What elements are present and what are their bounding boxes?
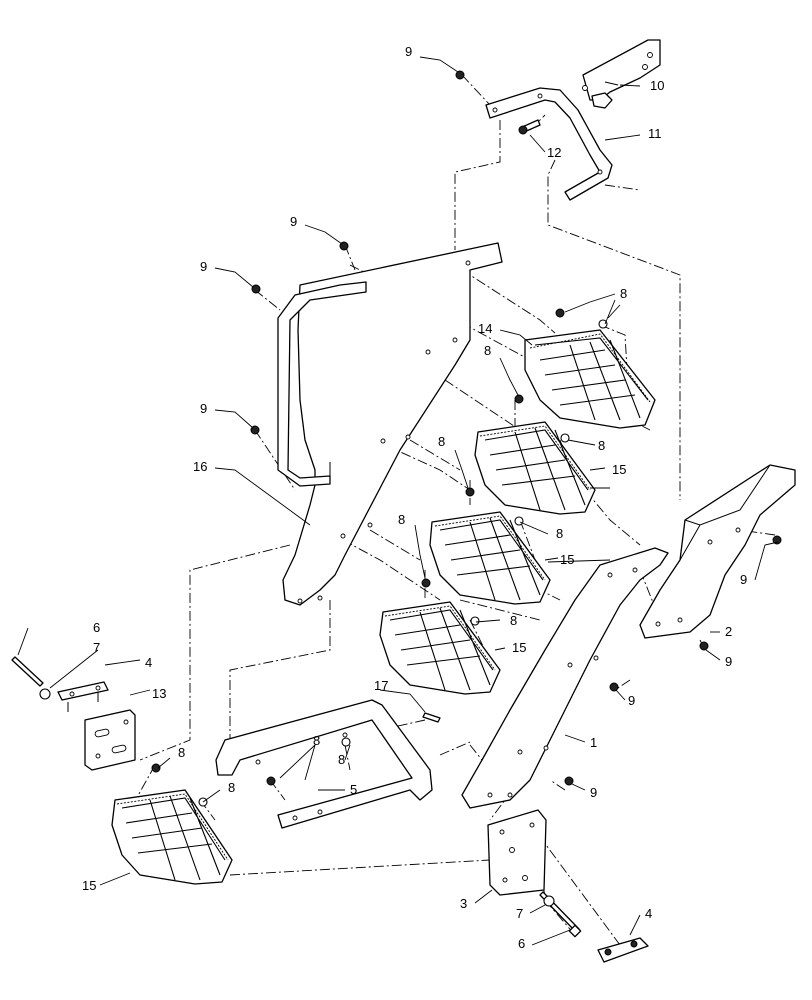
callout-8: 8 — [398, 512, 405, 527]
step-tread-part-14 — [524, 329, 656, 429]
callout-13: 13 — [152, 686, 166, 701]
callout-16: 16 — [193, 459, 207, 474]
callout-7: 7 — [93, 640, 100, 655]
callout-9: 9 — [405, 44, 412, 59]
side-plate-part-16 — [277, 242, 503, 606]
callout-10: 10 — [650, 78, 664, 93]
callout-4: 4 — [645, 906, 652, 921]
callout-15: 15 — [560, 552, 574, 567]
callout-11: 11 — [648, 126, 662, 141]
callout-8: 8 — [438, 434, 445, 449]
callout-8: 8 — [338, 752, 345, 767]
callout-9: 9 — [740, 572, 747, 587]
assembly-lines — [129, 74, 776, 946]
callout-9: 9 — [628, 693, 635, 708]
step-tread-part-15-d — [111, 789, 233, 885]
callout-7: 7 — [516, 906, 523, 921]
callout-9: 9 — [200, 259, 207, 274]
fasteners — [11, 70, 782, 938]
callout-8: 8 — [484, 343, 491, 358]
callout-1: 1 — [590, 735, 597, 750]
angled-plate-part-2 — [639, 464, 796, 639]
clamp-part-4-right — [597, 937, 649, 963]
callout-9: 9 — [290, 214, 297, 229]
callout-9: 9 — [590, 785, 597, 800]
callout-15: 15 — [512, 640, 526, 655]
callout-8: 8 — [598, 438, 605, 453]
callout-8: 8 — [556, 526, 563, 541]
bottom-frame-part-5 — [215, 699, 433, 829]
step-tread-part-15-a — [474, 421, 596, 515]
callout-9: 9 — [200, 401, 207, 416]
step-tread-part-15-b — [429, 511, 551, 605]
callout-15: 15 — [612, 462, 626, 477]
callout-8: 8 — [313, 733, 320, 748]
callout-4: 4 — [145, 655, 152, 670]
callout-5: 5 — [350, 782, 357, 797]
callout-8: 8 — [620, 286, 627, 301]
bracket-part-10 — [582, 39, 661, 109]
callout-6: 6 — [93, 620, 100, 635]
callout-3: 3 — [460, 896, 467, 911]
callout-labels: 9 10 11 12 9 9 9 16 8 14 8 8 8 15 8 8 15… — [82, 44, 747, 951]
plate-part-13 — [84, 709, 136, 771]
callout-8: 8 — [228, 780, 235, 795]
callout-17: 17 — [374, 678, 388, 693]
leader-lines — [17, 56, 779, 946]
step-tread-part-15-c — [379, 601, 501, 695]
diagonal-plate-part-1 — [461, 547, 669, 809]
clamp-part-4-left — [57, 681, 109, 712]
callout-12: 12 — [547, 145, 561, 160]
callout-2: 2 — [725, 624, 732, 639]
callout-14: 14 — [478, 321, 492, 336]
support-arm-part-11 — [485, 87, 613, 201]
plate-part-3 — [487, 809, 547, 896]
callout-8: 8 — [178, 745, 185, 760]
callout-15: 15 — [82, 878, 96, 893]
callout-8: 8 — [510, 613, 517, 628]
callout-9: 9 — [725, 654, 732, 669]
callout-6: 6 — [518, 936, 525, 951]
